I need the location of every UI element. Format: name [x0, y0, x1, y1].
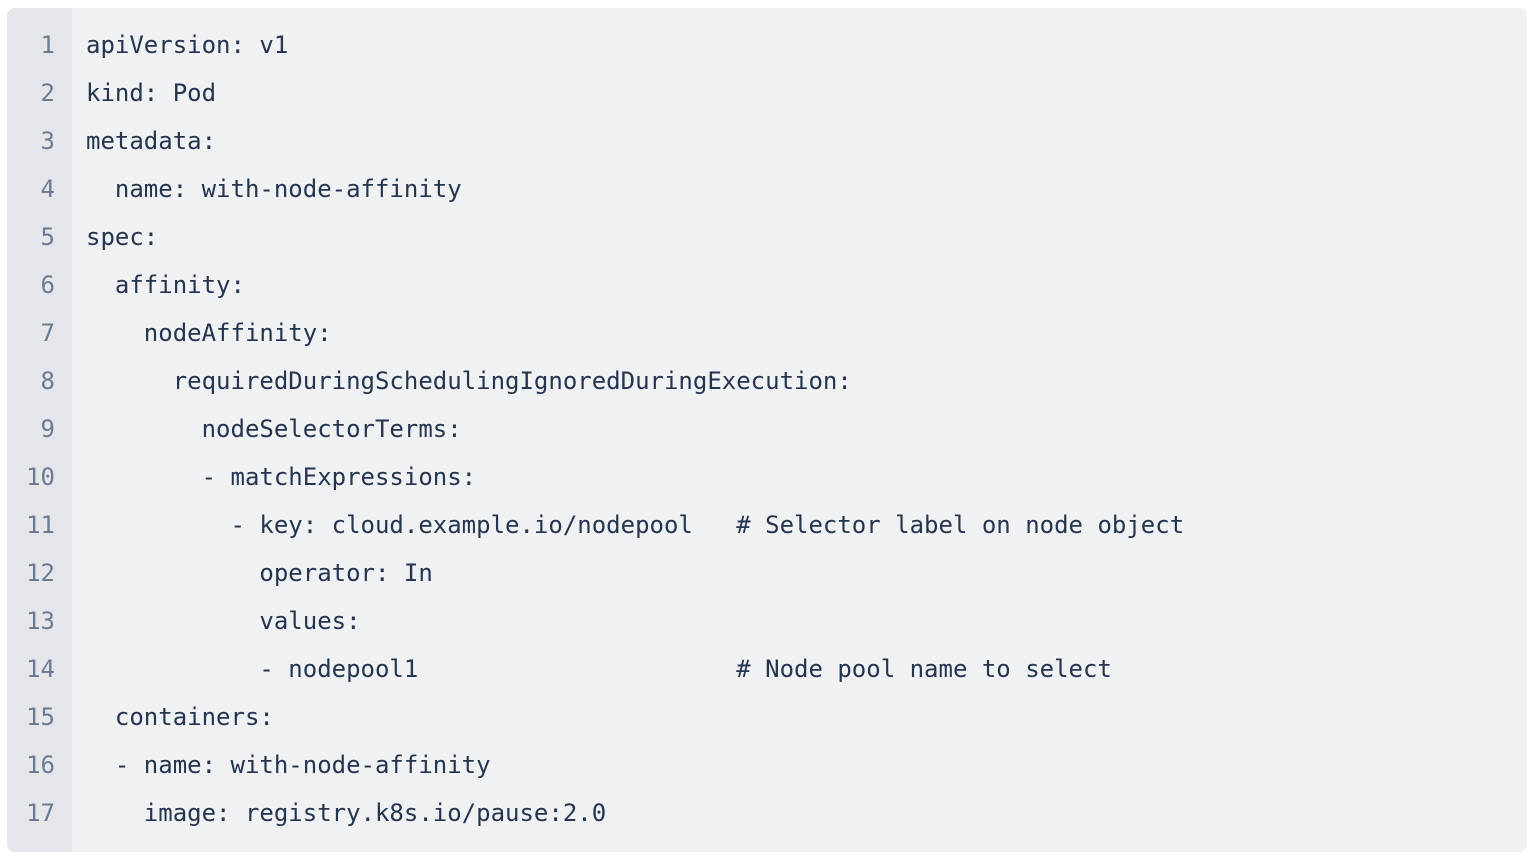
code-line: 1 apiVersion: v1	[7, 21, 1527, 69]
line-number: 5	[40, 223, 55, 251]
line-number: 14	[26, 655, 55, 683]
line-code: spec:	[86, 223, 159, 251]
line-code: values:	[86, 607, 361, 635]
code-line: 7 nodeAffinity:	[7, 309, 1527, 357]
line-code: metadata:	[86, 127, 217, 155]
line-number: 11	[26, 511, 55, 539]
code-line: 16 - name: with-node-affinity	[7, 741, 1527, 789]
code-line: 3 metadata:	[7, 117, 1527, 165]
code-block: 1 apiVersion: v1 2 kind: Pod 3 metadata:…	[7, 8, 1527, 852]
line-number: 12	[26, 559, 55, 587]
line-code: nodeAffinity:	[86, 319, 332, 347]
line-number: 7	[40, 319, 55, 347]
line-code: - name: with-node-affinity	[86, 751, 491, 779]
code-line: 5 spec:	[7, 213, 1527, 261]
line-code: containers:	[86, 703, 274, 731]
code-line: 10 - matchExpressions:	[7, 453, 1527, 501]
line-code: operator: In	[86, 559, 433, 587]
code-line: 6 affinity:	[7, 261, 1527, 309]
line-code: - matchExpressions:	[86, 463, 477, 491]
code-line: 14 - nodepool1 # Node pool name to selec…	[7, 645, 1527, 693]
line-number: 1	[40, 31, 55, 59]
line-number: 10	[26, 463, 55, 491]
line-number: 17	[26, 799, 55, 827]
line-code: requiredDuringSchedulingIgnoredDuringExe…	[86, 367, 852, 395]
code-line: 11 - key: cloud.example.io/nodepool # Se…	[7, 501, 1527, 549]
line-code: apiVersion: v1	[86, 31, 289, 59]
code-line: 13 values:	[7, 597, 1527, 645]
line-number: 4	[40, 175, 55, 203]
line-number: 6	[40, 271, 55, 299]
code-line: 2 kind: Pod	[7, 69, 1527, 117]
line-code: nodeSelectorTerms:	[86, 415, 462, 443]
line-number: 15	[26, 703, 55, 731]
code-line: 15 containers:	[7, 693, 1527, 741]
line-code: affinity:	[86, 271, 245, 299]
line-number: 3	[40, 127, 55, 155]
code-line: 17 image: registry.k8s.io/pause:2.0	[7, 789, 1527, 837]
line-code: kind: Pod	[86, 79, 217, 107]
line-number: 8	[40, 367, 55, 395]
line-number-gutter	[7, 8, 72, 852]
code-line: 8 requiredDuringSchedulingIgnoredDuringE…	[7, 357, 1527, 405]
code-line: 12 operator: In	[7, 549, 1527, 597]
code-line: 9 nodeSelectorTerms:	[7, 405, 1527, 453]
line-number: 16	[26, 751, 55, 779]
line-number: 2	[40, 79, 55, 107]
line-code: image: registry.k8s.io/pause:2.0	[86, 799, 607, 827]
line-number: 13	[26, 607, 55, 635]
code-lines: 1 apiVersion: v1 2 kind: Pod 3 metadata:…	[7, 8, 1527, 837]
line-code: - nodepool1 # Node pool name to select	[86, 655, 1112, 683]
line-code: name: with-node-affinity	[86, 175, 462, 203]
line-code: - key: cloud.example.io/nodepool # Selec…	[86, 511, 1185, 539]
code-line: 4 name: with-node-affinity	[7, 165, 1527, 213]
line-number: 9	[40, 415, 55, 443]
